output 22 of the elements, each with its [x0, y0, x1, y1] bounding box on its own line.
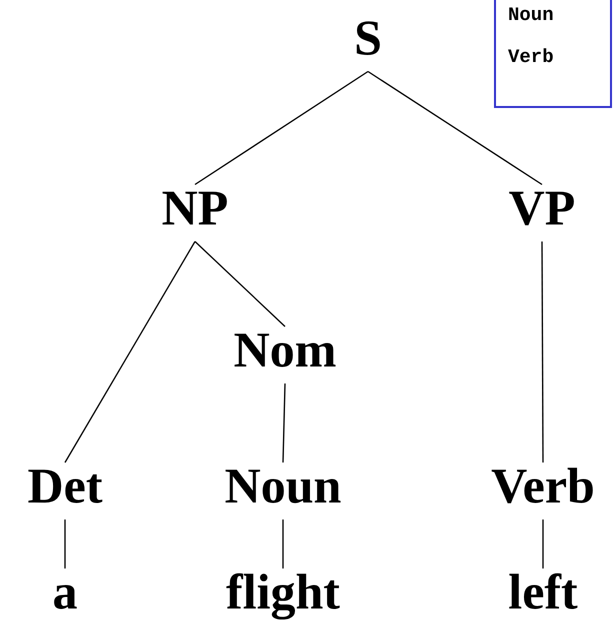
- tree-node-label: NP: [158, 180, 232, 240]
- tree-branch: [282, 520, 284, 568]
- tree-branch: [282, 383, 286, 463]
- tree-node-label: Noun: [220, 458, 346, 518]
- tree-node-label: left: [504, 564, 582, 624]
- category-text: Verb: [508, 45, 555, 70]
- tree-branch: [194, 70, 368, 186]
- tree-node-label: Verb: [487, 458, 599, 518]
- tree-node-label: VP: [504, 180, 580, 240]
- category-text: Noun: [508, 3, 555, 28]
- tree-node-label: Det: [24, 458, 106, 518]
- tree-node-label: Nom: [230, 322, 340, 382]
- tree-branch: [541, 242, 544, 462]
- tree-branch: [368, 70, 542, 186]
- tree-branch: [64, 241, 196, 463]
- tree-node-label: a: [48, 564, 82, 624]
- tree-branch: [194, 241, 286, 327]
- tree-branch: [64, 520, 66, 568]
- tree-node-label: S: [350, 10, 386, 70]
- tree-node-label: flight: [222, 564, 344, 624]
- tree-branch: [542, 520, 544, 568]
- legend-box: [494, 0, 612, 108]
